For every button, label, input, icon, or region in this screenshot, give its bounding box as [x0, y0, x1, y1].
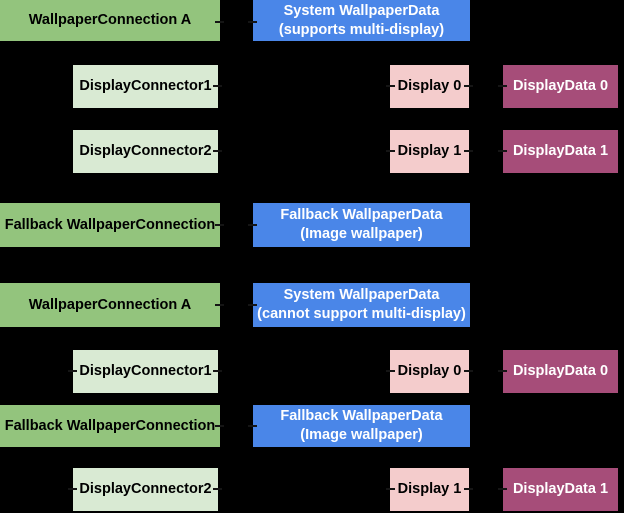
connector-tick: [215, 425, 224, 427]
node-label: WallpaperConnection A: [28, 296, 192, 313]
node-label: Display 1: [397, 481, 462, 497]
node-label: Display 0: [397, 78, 462, 94]
connector-tick: [386, 370, 395, 372]
connector-tick: [464, 150, 473, 152]
connector-tick: [213, 370, 222, 372]
node-displayconnector1-1: DisplayConnector1: [73, 65, 218, 108]
connector-tick: [248, 425, 257, 427]
node-displaydata0-1: DisplayData 0: [503, 65, 618, 108]
node-label: DisplayConnector1: [79, 363, 212, 379]
connector-tick: [215, 224, 224, 226]
node-sublabel: (cannot support multi-display): [257, 306, 466, 322]
node-label: DisplayData 0: [512, 363, 609, 379]
node-displaydata1-2: DisplayData 1: [503, 468, 618, 511]
connector-tick: [68, 488, 77, 490]
node-system-wallpaperdata-multi: System WallpaperData (supports multi-dis…: [253, 0, 470, 41]
node-displaydata0-2: DisplayData 0: [503, 350, 618, 393]
node-label: DisplayData 0: [512, 78, 609, 94]
node-sublabel: (Image wallpaper): [300, 226, 423, 242]
connector-tick: [248, 21, 257, 23]
node-system-wallpaperdata-single: System WallpaperData (cannot support mul…: [253, 283, 470, 327]
node-label: System WallpaperData: [283, 287, 440, 303]
connector-tick: [386, 488, 395, 490]
node-label: DisplayConnector2: [79, 481, 212, 497]
node-wallpaperconnection-a-2: WallpaperConnection A: [0, 283, 220, 327]
connector-tick: [498, 370, 507, 372]
connector-tick: [213, 488, 222, 490]
node-fallback-wallpaperconnection-1: Fallback WallpaperConnection: [0, 203, 220, 247]
connector-tick: [213, 85, 222, 87]
node-sublabel: (supports multi-display): [278, 21, 445, 38]
connector-tick: [68, 370, 77, 372]
node-label: Display 1: [397, 143, 462, 159]
node-label: Fallback WallpaperData: [280, 207, 443, 223]
node-label: System WallpaperData: [283, 2, 440, 19]
connector-tick: [464, 488, 473, 490]
connector-tick: [248, 304, 257, 306]
node-fallback-wallpaperdata-1: Fallback WallpaperData (Image wallpaper): [253, 203, 470, 247]
node-displayconnector1-2: DisplayConnector1: [73, 350, 218, 393]
node-displayconnector2-1: DisplayConnector2: [73, 130, 218, 173]
node-label: WallpaperConnection A: [28, 12, 192, 28]
node-label: Fallback WallpaperData: [280, 408, 443, 424]
node-fallback-wallpaperconnection-2: Fallback WallpaperConnection: [0, 405, 220, 447]
connector-tick: [464, 370, 473, 372]
node-display1-1: Display 1: [390, 130, 469, 173]
connector-tick: [464, 85, 473, 87]
node-fallback-wallpaperdata-2: Fallback WallpaperData (Image wallpaper): [253, 405, 470, 447]
node-label: DisplayData 1: [512, 481, 609, 497]
connector-tick: [498, 85, 507, 87]
node-display1-2: Display 1: [390, 468, 469, 511]
node-display0-1: Display 0: [390, 65, 469, 108]
connector-tick: [498, 150, 507, 152]
node-label: Display 0: [397, 363, 462, 379]
connector-tick: [386, 150, 395, 152]
connector-tick: [215, 304, 224, 306]
node-label: Fallback WallpaperConnection: [4, 216, 216, 233]
node-displayconnector2-2: DisplayConnector2: [73, 468, 218, 511]
node-label: Fallback WallpaperConnection: [4, 417, 216, 434]
node-displaydata1-1: DisplayData 1: [503, 130, 618, 173]
node-wallpaperconnection-a-1: WallpaperConnection A: [0, 0, 220, 41]
node-label: DisplayData 1: [512, 143, 609, 159]
node-display0-2: Display 0: [390, 350, 469, 393]
connector-tick: [498, 488, 507, 490]
connector-tick: [215, 21, 224, 23]
connector-tick: [213, 150, 222, 152]
node-label: DisplayConnector2: [79, 143, 212, 159]
node-sublabel: (Image wallpaper): [300, 427, 423, 443]
connector-tick: [386, 85, 395, 87]
node-label: DisplayConnector1: [79, 78, 212, 94]
connector-tick: [248, 224, 257, 226]
